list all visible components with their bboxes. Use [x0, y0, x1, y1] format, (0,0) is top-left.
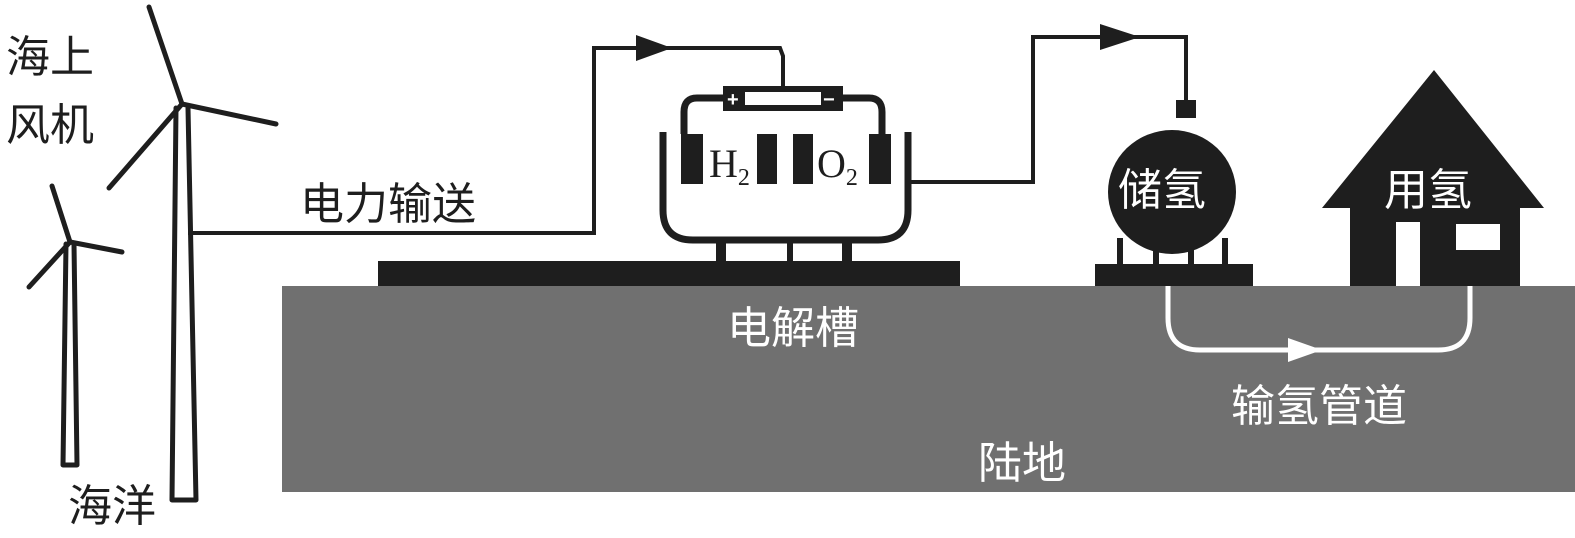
- offshore-wind-label-line1: 海上: [6, 32, 94, 83]
- small-wind-turbine-icon: [26, 183, 125, 468]
- tank-body: [1108, 130, 1236, 254]
- hydrogen-formula: H2: [709, 141, 750, 191]
- house-icon: [1322, 70, 1544, 286]
- tank-base: [1095, 264, 1253, 286]
- right-wire: [843, 94, 886, 134]
- pipeline-label: 输氢管道: [1231, 381, 1407, 432]
- large-wind-turbine-icon: [106, 4, 279, 503]
- right-electrode: [869, 134, 891, 184]
- house-door: [1396, 222, 1420, 286]
- electrolyzer-cell: + − H2 O2: [659, 86, 912, 262]
- left-electrode: [681, 134, 703, 184]
- middle-left-electrode: [757, 134, 777, 184]
- house-window: [1456, 224, 1500, 250]
- electrolyzer-platform: [378, 261, 960, 286]
- oxygen-formula: O2: [817, 141, 858, 191]
- tank-leg-3: [1188, 238, 1194, 266]
- middle-support-leg: [787, 240, 793, 262]
- left-support-leg: [716, 240, 726, 262]
- anode-sign: +: [727, 89, 739, 111]
- electrolyzer-tank: [659, 132, 912, 244]
- power-feed-line: [668, 46, 785, 86]
- power-supply-bar-inner: [745, 92, 821, 105]
- cathode-sign: −: [823, 89, 835, 111]
- land-label: 陆地: [978, 438, 1066, 489]
- tank-legs-frame: [1117, 238, 1123, 266]
- storage-feed-line: [1136, 35, 1188, 100]
- right-support-leg: [842, 240, 852, 262]
- usage-label: 用氢: [1384, 165, 1472, 216]
- tank-valve: [1176, 100, 1196, 118]
- power-transmission-line: [188, 46, 668, 235]
- storage-label: 储氢: [1118, 165, 1206, 216]
- hydrogen-transfer-line: [908, 35, 1136, 184]
- land-block: [282, 286, 1575, 492]
- hydrogen-arrowhead: [1100, 24, 1140, 50]
- offshore-wind-label-line2: 风机: [6, 100, 94, 151]
- hydrogen-tank-icon: [1095, 100, 1253, 286]
- electrolyzer-label: 电解槽: [727, 303, 859, 354]
- pipeline-arrowhead: [1288, 338, 1322, 362]
- middle-right-electrode: [793, 134, 813, 184]
- left-wire: [680, 94, 723, 134]
- tank-leg-4: [1222, 238, 1228, 266]
- ocean-label: 海洋: [68, 481, 156, 532]
- power-arrowhead: [636, 35, 672, 61]
- power-transmission-label: 电力输送: [300, 179, 476, 230]
